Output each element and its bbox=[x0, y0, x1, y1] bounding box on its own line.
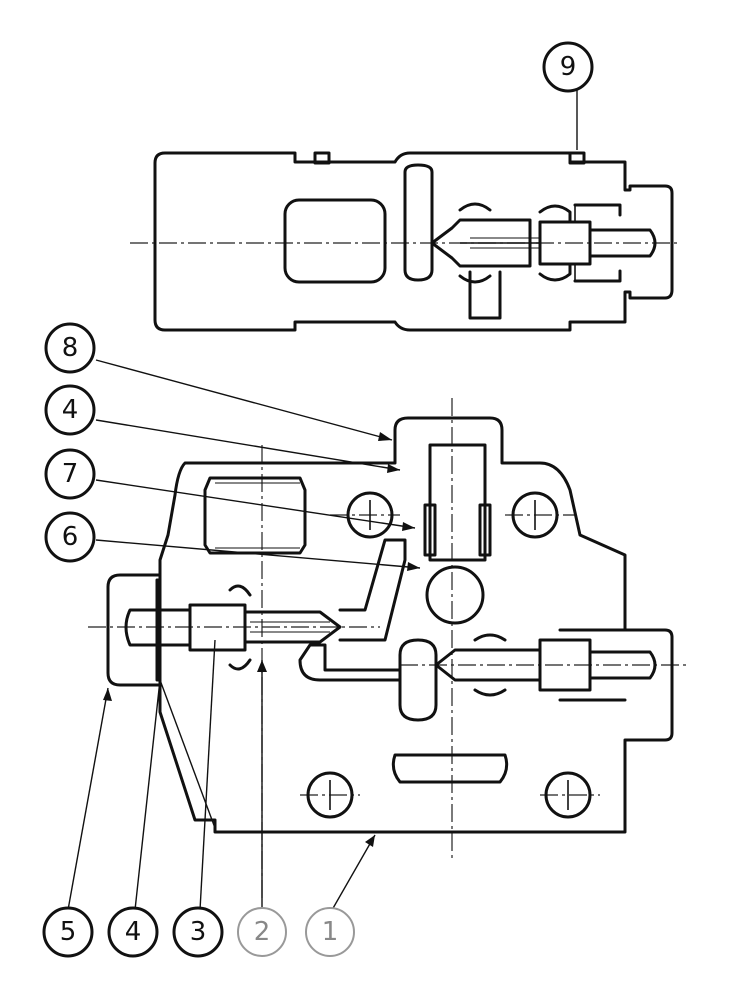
callout-4-upper: 4 bbox=[44, 384, 96, 436]
callout-2: 2 bbox=[237, 907, 287, 957]
callout-4-lower-label: 4 bbox=[125, 917, 142, 947]
callout-5-label: 5 bbox=[60, 917, 77, 947]
callout-4-upper-label: 4 bbox=[62, 395, 79, 425]
callout-3-label: 3 bbox=[190, 917, 207, 947]
callout-1-label: 1 bbox=[322, 917, 339, 947]
callout-7: 7 bbox=[44, 448, 96, 500]
callout-6: 6 bbox=[44, 511, 96, 563]
callout-3: 3 bbox=[172, 906, 224, 958]
callout-7-label: 7 bbox=[62, 459, 79, 489]
callout-6-label: 6 bbox=[62, 522, 79, 552]
callout-9-label: 9 bbox=[560, 52, 577, 82]
callout-5: 5 bbox=[42, 906, 94, 958]
top-section-view bbox=[130, 151, 680, 332]
front-section-view bbox=[88, 398, 690, 900]
callout-4-lower: 4 bbox=[107, 906, 159, 958]
callout-8-label: 8 bbox=[62, 333, 79, 363]
callout-9: 9 bbox=[542, 41, 594, 93]
callout-8: 8 bbox=[44, 322, 96, 374]
callout-2-label: 2 bbox=[254, 917, 271, 947]
leader-lines bbox=[67, 90, 578, 911]
callout-1: 1 bbox=[305, 907, 355, 957]
